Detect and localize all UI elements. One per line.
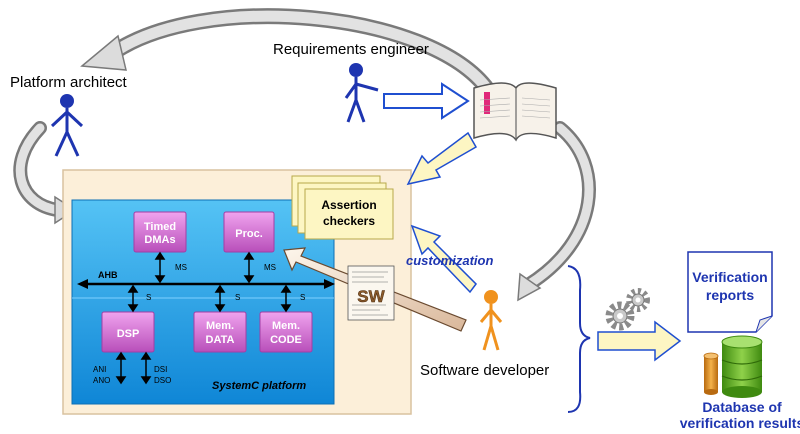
ani-label: ANI xyxy=(93,365,106,374)
timed-dmas-line1: Timed xyxy=(144,221,176,233)
proc-block: Proc. xyxy=(223,211,275,253)
database-icon xyxy=(703,335,763,398)
software-developer-person-icon xyxy=(479,290,503,351)
mem-data-block: Mem. DATA xyxy=(193,311,247,353)
sw-label: SW xyxy=(357,287,385,306)
assertion-line1: Assertion xyxy=(321,198,376,212)
systemc-platform-title: SystemC platform xyxy=(212,380,306,392)
verification-reports-document-icon: Verification reports xyxy=(687,251,773,333)
customization-label: customization xyxy=(406,253,493,268)
ms-label-left: MS xyxy=(175,263,187,272)
s-label-dsp: S xyxy=(146,293,151,302)
software-developer-label: Software developer xyxy=(420,362,549,379)
proc-label: Proc. xyxy=(235,228,263,240)
dsp-label: DSP xyxy=(117,328,140,340)
dsp-block: DSP xyxy=(101,311,155,353)
verification-reports-line1: Verification xyxy=(692,269,767,285)
ms-label-right: MS xyxy=(264,263,276,272)
bus-links xyxy=(115,251,292,385)
cycle-arrow-right xyxy=(517,121,596,302)
ahb-bus: AHB xyxy=(77,270,335,289)
result-brace xyxy=(567,265,591,413)
database-line2: verification results xyxy=(680,415,800,431)
timed-dmas-block: Timed DMAs xyxy=(133,211,187,253)
cycle-arrow-top xyxy=(80,8,496,98)
mem-code-block: Mem. CODE xyxy=(259,311,313,353)
requirements-engineer-label: Requirements engineer xyxy=(273,41,429,58)
timed-dmas-line2: DMAs xyxy=(144,234,175,246)
sw-document-icon: SW xyxy=(347,265,395,321)
mem-code-line1: Mem. xyxy=(272,320,300,332)
arrow-to-results xyxy=(597,320,682,362)
arrow-engineer-to-book xyxy=(383,82,470,120)
mem-code-line2: CODE xyxy=(270,334,302,346)
mem-data-line1: Mem. xyxy=(206,320,234,332)
verification-reports-line2: reports xyxy=(706,287,754,303)
arrow-dev-to-checkers xyxy=(410,224,477,294)
assertion-checkers-note: Assertion checkers xyxy=(291,175,394,240)
requirements-engineer-person-icon xyxy=(344,63,379,123)
s-label-mem-code: S xyxy=(300,293,305,302)
ahb-label: AHB xyxy=(98,270,118,280)
book-icon xyxy=(473,82,557,142)
database-line1: Database of xyxy=(702,399,782,415)
s-label-mem-data: S xyxy=(235,293,240,302)
arrow-book-to-checkers xyxy=(406,131,478,186)
platform-architect-label: Platform architect xyxy=(10,74,128,91)
gears-icon xyxy=(605,288,650,331)
assertion-line2: checkers xyxy=(323,214,375,228)
platform-architect-person-icon xyxy=(50,94,84,157)
dso-label: DSO xyxy=(154,376,171,385)
ano-label: ANO xyxy=(93,376,110,385)
systemc-platform xyxy=(71,199,335,405)
dsi-label: DSI xyxy=(154,365,167,374)
mem-data-line2: DATA xyxy=(206,334,235,346)
